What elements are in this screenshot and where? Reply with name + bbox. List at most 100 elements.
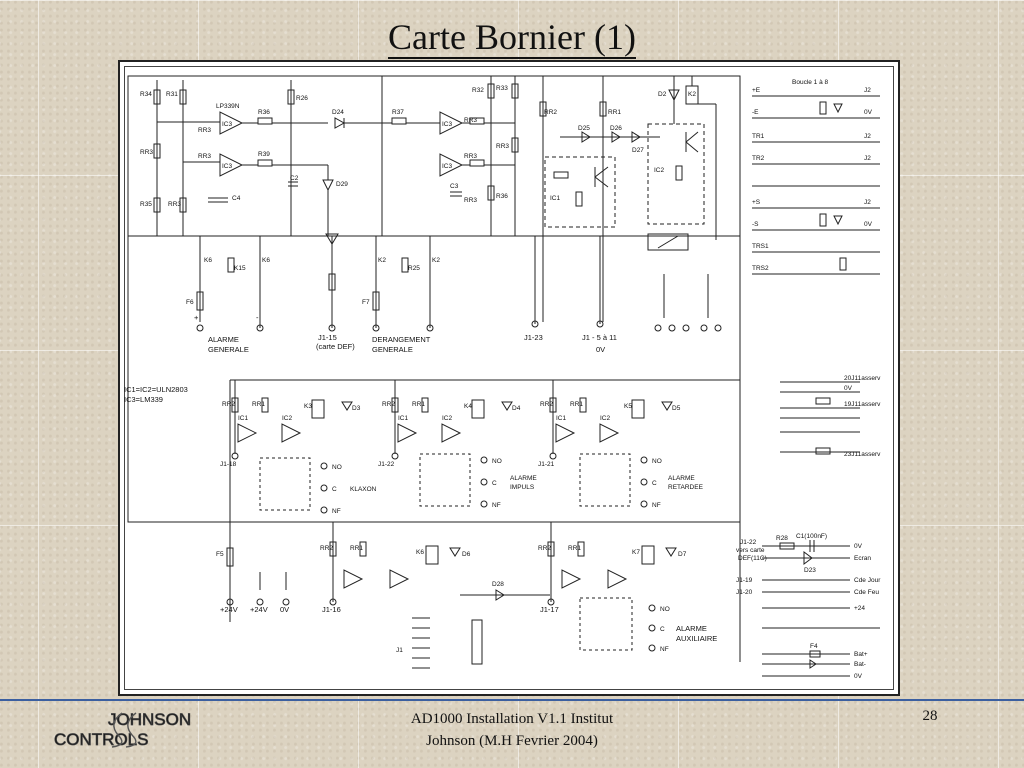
fuse-f4 [809, 650, 821, 658]
terminal-derang-minus [426, 324, 434, 332]
channel-2 [391, 380, 513, 508]
label-j1-22: J1-22 [378, 461, 395, 468]
label-d27: D27 [632, 147, 644, 154]
page-number: 28 [922, 708, 938, 724]
fuse-f6 [196, 291, 204, 311]
label-plus24: +24 [854, 605, 865, 612]
label-r31: R31 [166, 91, 178, 98]
label-j2-b: J2 [864, 133, 871, 140]
label-derangement-2: GENERALE [372, 345, 413, 354]
schematic-diagram: R34 R31 LP339N IC3 IC3 RR3 R35 RR3 RR3 R… [124, 75, 881, 680]
resistor-r25 [401, 257, 409, 273]
label-k6-bottom: K6 [416, 549, 424, 556]
label-rr1-top: RR1 [608, 109, 621, 116]
label-j1-5-11: J1 - 5 à 11 [582, 333, 617, 342]
label-k2-b: K2 [432, 257, 440, 264]
label-rr3-d: RR3 [198, 127, 211, 134]
footer-line-2: Johnson (M.H Fevrier 2004) [426, 733, 598, 749]
fuse-f5 [226, 547, 234, 567]
label-minus-e: -E [752, 109, 759, 116]
label-0v-b: 0V [864, 221, 873, 228]
label-k7: K7 [632, 549, 640, 556]
label-j1-21: J1-21 [538, 461, 555, 468]
label-carte-def: (carte DEF) [316, 342, 355, 351]
label-c1-100nf: C1(100nF) [796, 533, 827, 540]
label-j2-c: J2 [864, 155, 871, 162]
label-ic2-c3: IC2 [600, 415, 611, 422]
label-ic3-c: IC3 [442, 121, 453, 128]
label-r36: R36 [496, 193, 508, 200]
channel-3 [549, 380, 673, 508]
label-r33: R33 [496, 85, 508, 92]
label-rr3: RR3 [140, 149, 153, 156]
label-d23: D23 [804, 567, 816, 574]
label-d4: D4 [512, 405, 521, 412]
label-no-4: NO [660, 606, 670, 613]
terminal-j1-15 [328, 324, 336, 332]
label-19j11asserv: 19J11asserv [844, 401, 881, 408]
label-rr1-c5: RR1 [568, 545, 581, 552]
slide-title-text: Carte Bornier (1) [388, 17, 636, 59]
label-c4: C4 [232, 195, 241, 202]
label-k3: K3 [304, 403, 312, 410]
label-j1-16: J1-16 [322, 605, 341, 614]
label-ic1-c2: IC1 [398, 415, 409, 422]
label-ic3-b: IC3 [222, 163, 233, 170]
ic3-comparator-d [439, 153, 464, 177]
label-j1-18: J1-18 [220, 461, 237, 468]
svg-text:JOHNSON: JOHNSON [108, 710, 191, 729]
label-c3: C3 [450, 183, 459, 190]
label-ic3-d: IC3 [442, 163, 453, 170]
label-k2-top: K2 [688, 91, 696, 98]
label-j1-23: J1-23 [524, 333, 543, 342]
label-r32: R32 [472, 87, 484, 94]
label-alarme-retardee-2: RETARDEE [668, 484, 704, 491]
label-alarme-aux-1: ALARME [676, 624, 707, 633]
label-no-1: NO [332, 464, 342, 471]
label-f5: F5 [216, 551, 224, 558]
label-lp339n: LP339N [216, 103, 240, 110]
label-out-0v-b: 0V [854, 673, 863, 680]
label-f6: F6 [186, 299, 194, 306]
label-k2-a: K2 [378, 257, 386, 264]
label-ic1-top: IC1 [550, 195, 561, 202]
label-c2: C2 [290, 175, 299, 182]
schematic-frame: R34 R31 LP339N IC3 IC3 RR3 R35 RR3 RR3 R… [118, 60, 900, 696]
label-j1-19: J1-19 [736, 577, 753, 584]
label-alarme-generale-1: ALARME [208, 335, 239, 344]
footer-divider [0, 699, 1024, 701]
label-j2-a: J2 [864, 87, 871, 94]
label-c-3: C [652, 480, 657, 487]
schematic-inner-border [124, 66, 894, 690]
label-d6: D6 [462, 551, 471, 558]
label-rr3-e: RR3 [198, 153, 211, 160]
label-nf-4: NF [660, 646, 669, 653]
label-23j11asserv: 23J11asserv [844, 451, 881, 458]
label-rr2-c2: RR2 [382, 401, 395, 408]
label-nf-3: NF [652, 502, 661, 509]
terminal-j1-23 [531, 320, 539, 328]
label-ic-note-1: IC1=IC2=ULN2803 [124, 385, 188, 394]
label-d3: D3 [352, 405, 361, 412]
label-tr2: TR2 [752, 155, 765, 162]
label-r37: R37 [392, 109, 404, 116]
label-rr1-c2: RR1 [412, 401, 425, 408]
svg-text:CONTROLS: CONTROLS [54, 730, 148, 749]
label-vers-carte: vers carte [736, 547, 765, 554]
label-cde-jour: Cde Jour [854, 577, 881, 584]
label-output-minus: - [256, 313, 259, 322]
label-def11c: DEF(11C) [738, 555, 767, 562]
channel-1 [231, 380, 353, 514]
label-boucle: Boucle 1 à 8 [792, 79, 829, 86]
label-c-2: C [492, 480, 497, 487]
label-alarme-impuls-2: IMPULS [510, 484, 535, 491]
ic2-dashed-box [647, 123, 705, 225]
label-r26: R26 [296, 95, 308, 102]
label-rr3-i: RR3 [464, 153, 477, 160]
label-ic2-c1: IC2 [282, 415, 293, 422]
label-24v-a: +24V [220, 605, 238, 614]
label-asserv-0v: 0V [844, 385, 853, 392]
label-ic3-a: IC3 [222, 121, 233, 128]
label-d26: D26 [610, 125, 622, 132]
label-rr2-c1: RR2 [222, 401, 235, 408]
